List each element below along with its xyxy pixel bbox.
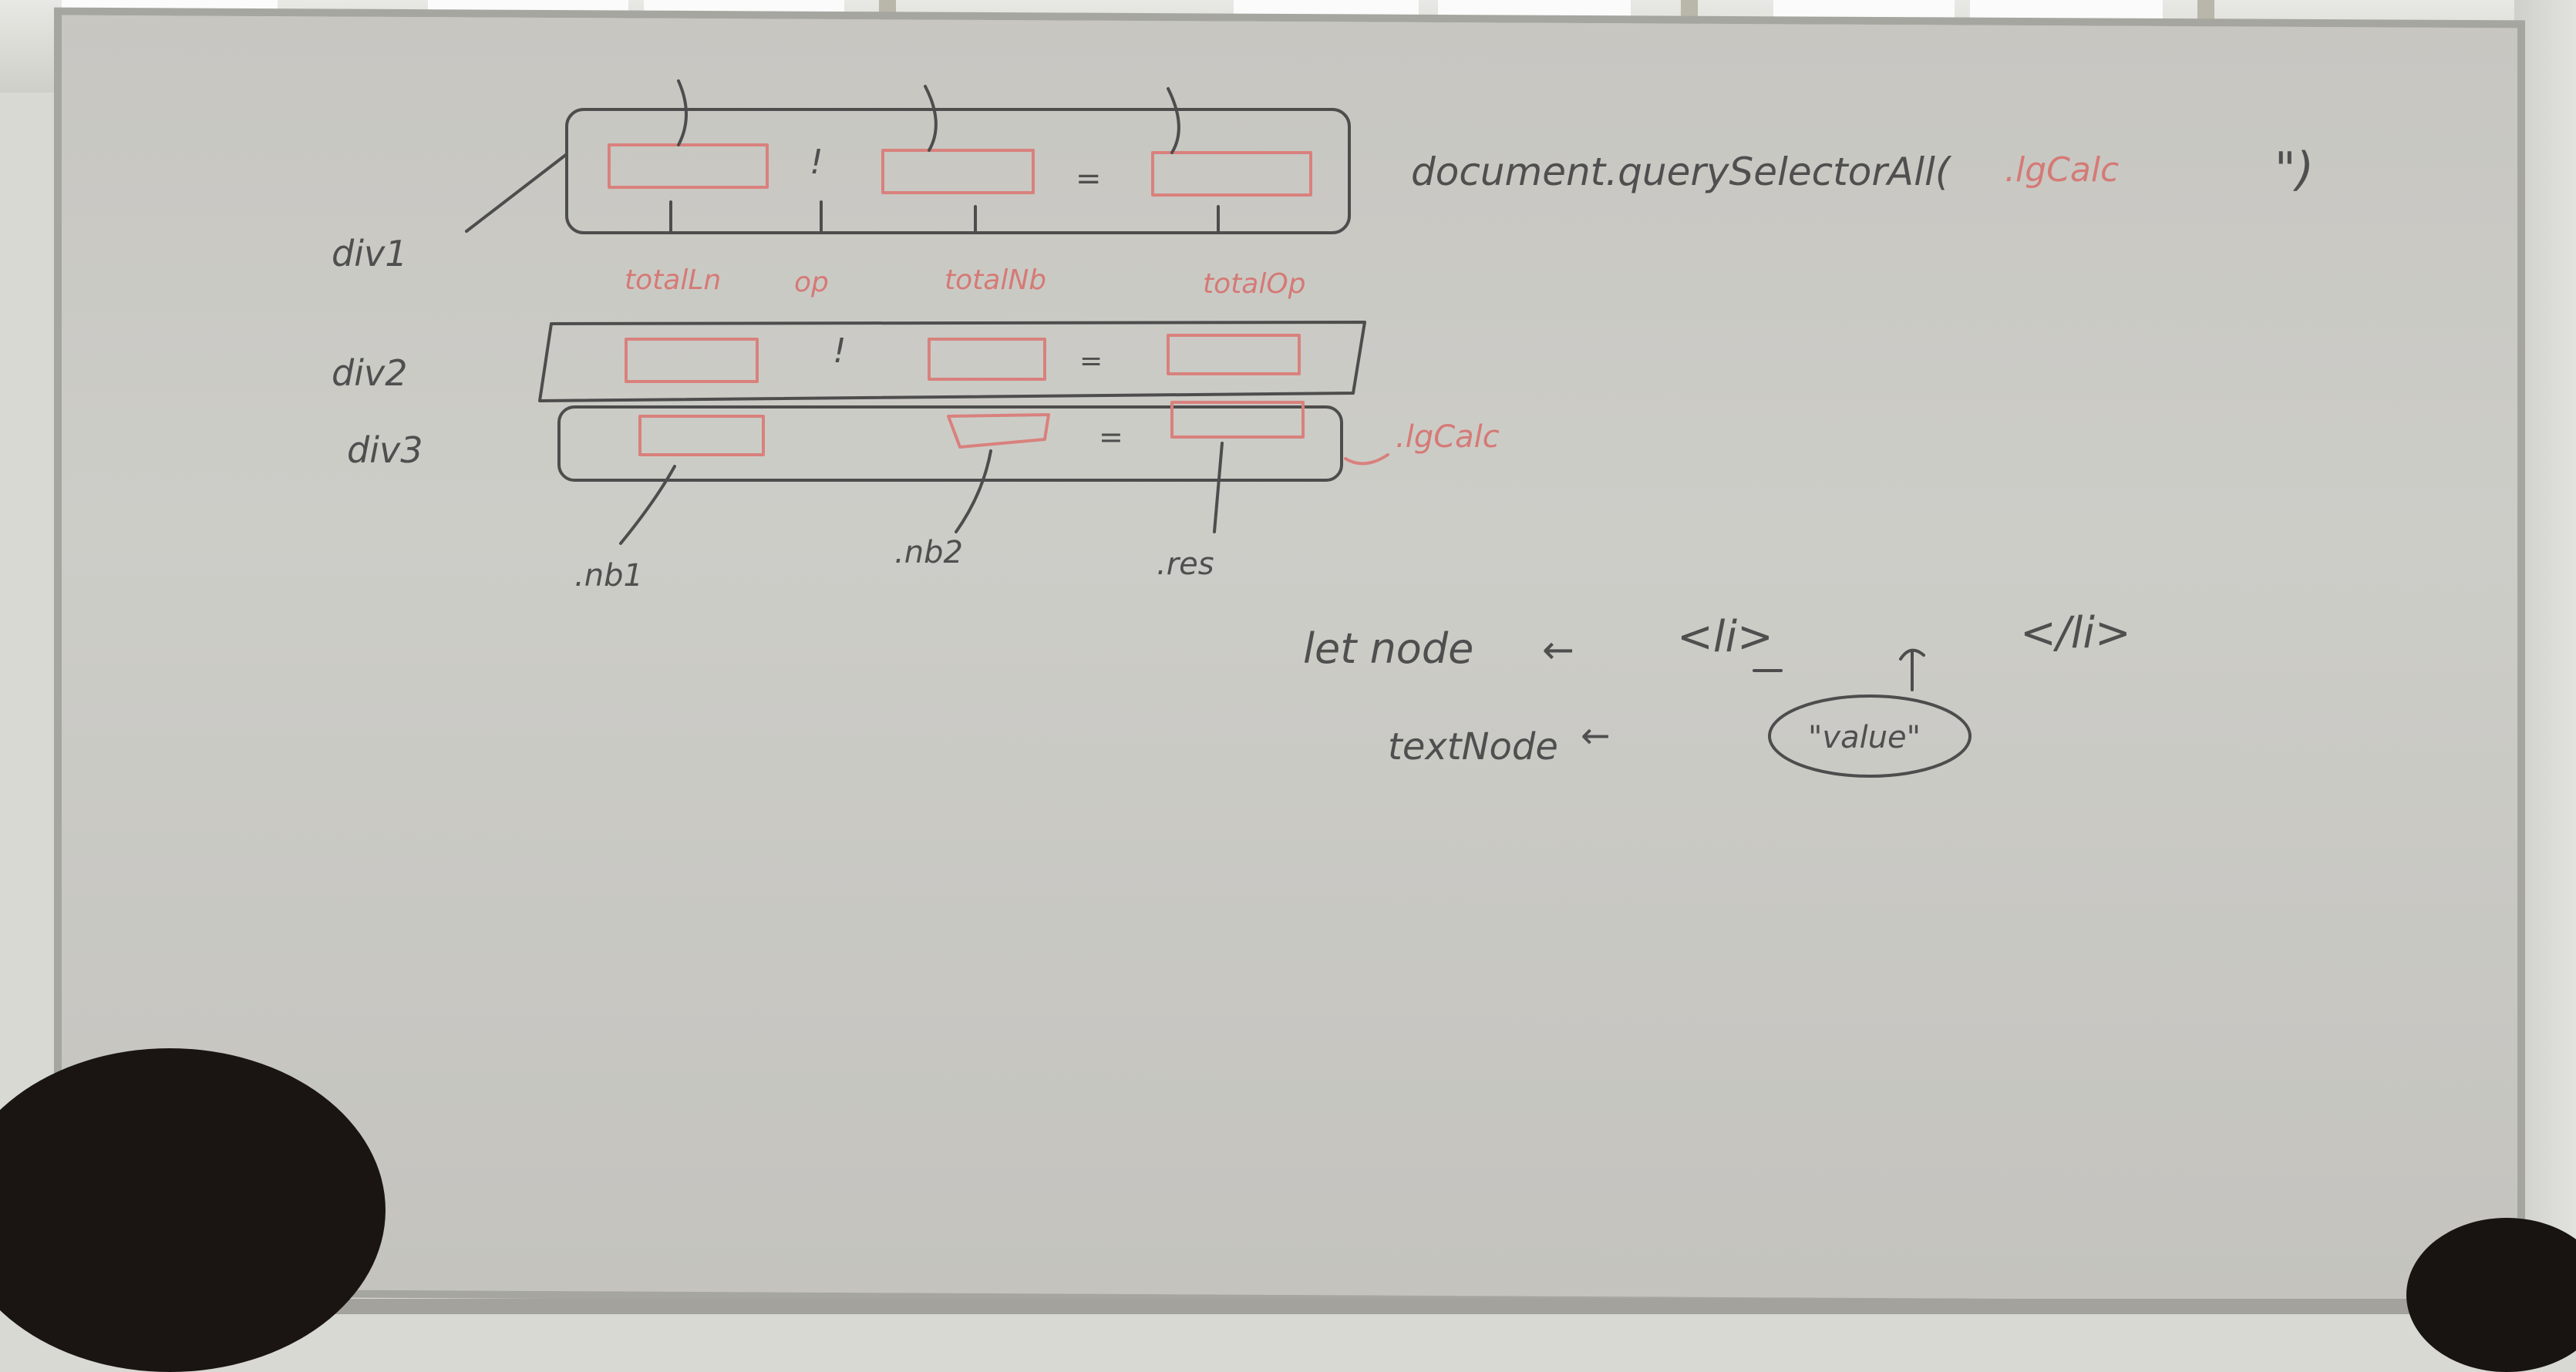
selector-call: document.querySelectorAll( [1411, 150, 1952, 194]
selector-arg: .lgCalc [2005, 150, 2119, 190]
col-label-1: totalLn [625, 264, 721, 296]
div3-field-3 [1170, 401, 1305, 439]
div1-pointer [465, 153, 568, 233]
li-close: </li> [2020, 608, 2131, 658]
div1-field-1 [608, 143, 769, 189]
div2-box [538, 321, 1366, 402]
label-div3: div3 [347, 429, 423, 471]
class-tag: .lgCalc [1396, 419, 1500, 455]
div1-field-2 [881, 149, 1035, 194]
div3-eq: = [1099, 420, 1123, 454]
div1-excl: ! [810, 143, 823, 182]
pointer-nb2 [955, 449, 992, 533]
col-label-4: totalOp [1203, 268, 1306, 300]
div2-field-1 [625, 338, 759, 383]
selector-close: ") [2275, 143, 2314, 197]
div2-excl: ! [833, 331, 847, 371]
label-div1: div1 [332, 233, 407, 274]
text-value: "value" [1808, 720, 1921, 755]
label-nb1: .nb1 [574, 558, 643, 594]
div1-field-3 [1151, 151, 1312, 197]
pointer-nb1 [619, 465, 676, 545]
div3-field-1 [638, 415, 765, 456]
label-div2: div2 [332, 352, 407, 394]
div3-tail [1344, 453, 1389, 466]
div2-field-3 [1167, 334, 1301, 375]
li-open: <li> [1677, 612, 1773, 662]
div2-field-2 [928, 338, 1046, 381]
div1-hook-2 [924, 85, 938, 152]
arrow-textnode: ← [1581, 715, 1611, 756]
div1-eq: = [1076, 161, 1102, 197]
label-nb2: .nb2 [894, 535, 963, 570]
board-tray [46, 1299, 2544, 1314]
div1-box [565, 108, 1351, 234]
let-node: let node [1303, 624, 1473, 673]
value-ellipse [1768, 694, 1972, 778]
div1-hook-3 [1167, 87, 1180, 154]
arrow-let: ← [1542, 627, 1574, 672]
div2-eq: = [1079, 345, 1103, 377]
div1-hook-1 [677, 79, 688, 146]
col-label-2: op [794, 267, 829, 298]
text-node: textNode [1388, 725, 1558, 768]
div3-box [557, 405, 1343, 482]
col-label-3: totalNb [945, 264, 1046, 296]
li-arrow [1899, 648, 1925, 691]
pointer-res [1213, 442, 1224, 533]
label-res: .res [1157, 546, 1214, 582]
board-drawing: ! = ! = = [465, 79, 1972, 778]
div3-field-2 [947, 413, 1050, 449]
board-text: div1 div2 div3 document.querySelectorAll… [332, 143, 2314, 768]
